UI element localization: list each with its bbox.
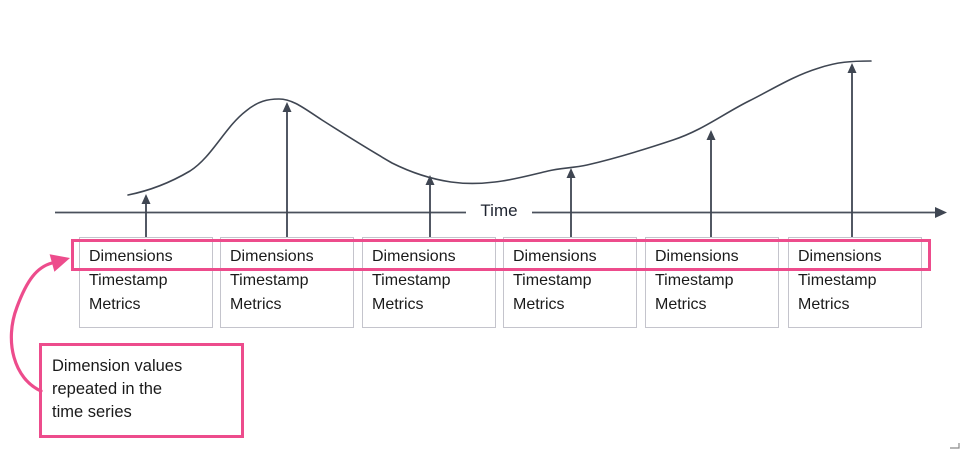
time-series-curve: [127, 60, 872, 196]
record-field-dimensions: Dimensions: [372, 248, 456, 265]
record-box: Dimensions Timestamp Metrics: [503, 237, 637, 328]
time-axis-arrowhead-icon: [935, 207, 947, 218]
record-field-metrics: Metrics: [513, 296, 565, 313]
record-field-dimensions: Dimensions: [655, 248, 739, 265]
sample-arrow: [141, 194, 151, 238]
dimensions-row-highlight: [71, 239, 931, 271]
sample-arrow: [847, 63, 857, 238]
record-box: Dimensions Timestamp Metrics: [79, 237, 213, 328]
record-field-metrics: Metrics: [230, 296, 282, 313]
callout-arrowhead-icon: [49, 254, 70, 272]
callout-line: repeated in the: [52, 380, 163, 398]
sample-arrow: [282, 102, 292, 238]
callout-note: Dimension values repeated in the time se…: [39, 343, 244, 438]
record-field-timestamp: Timestamp: [89, 272, 168, 289]
record-field-timestamp: Timestamp: [655, 272, 734, 289]
record-field-metrics: Metrics: [798, 296, 850, 313]
record-field-timestamp: Timestamp: [798, 272, 877, 289]
record-field-timestamp: Timestamp: [372, 272, 451, 289]
sample-arrow: [566, 168, 576, 238]
record-field-timestamp: Timestamp: [230, 272, 309, 289]
record-field-dimensions: Dimensions: [230, 248, 314, 265]
record-field-dimensions: Dimensions: [798, 248, 882, 265]
record-field-metrics: Metrics: [655, 296, 707, 313]
record-field-dimensions: Dimensions: [513, 248, 597, 265]
record-field-metrics: Metrics: [372, 296, 424, 313]
record-field-dimensions: Dimensions: [89, 248, 173, 265]
sample-arrow: [706, 130, 716, 238]
sample-arrow: [425, 175, 435, 238]
callout-line: Dimension values: [52, 357, 183, 375]
record-box: Dimensions Timestamp Metrics: [362, 237, 496, 328]
record-box: Dimensions Timestamp Metrics: [788, 237, 922, 328]
corner-artifact: [950, 443, 960, 449]
record-field-timestamp: Timestamp: [513, 272, 592, 289]
record-box: Dimensions Timestamp Metrics: [220, 237, 354, 328]
record-box: Dimensions Timestamp Metrics: [645, 237, 779, 328]
record-field-metrics: Metrics: [89, 296, 141, 313]
callout-line: time series: [52, 403, 132, 421]
time-axis-label: Time: [466, 201, 532, 221]
